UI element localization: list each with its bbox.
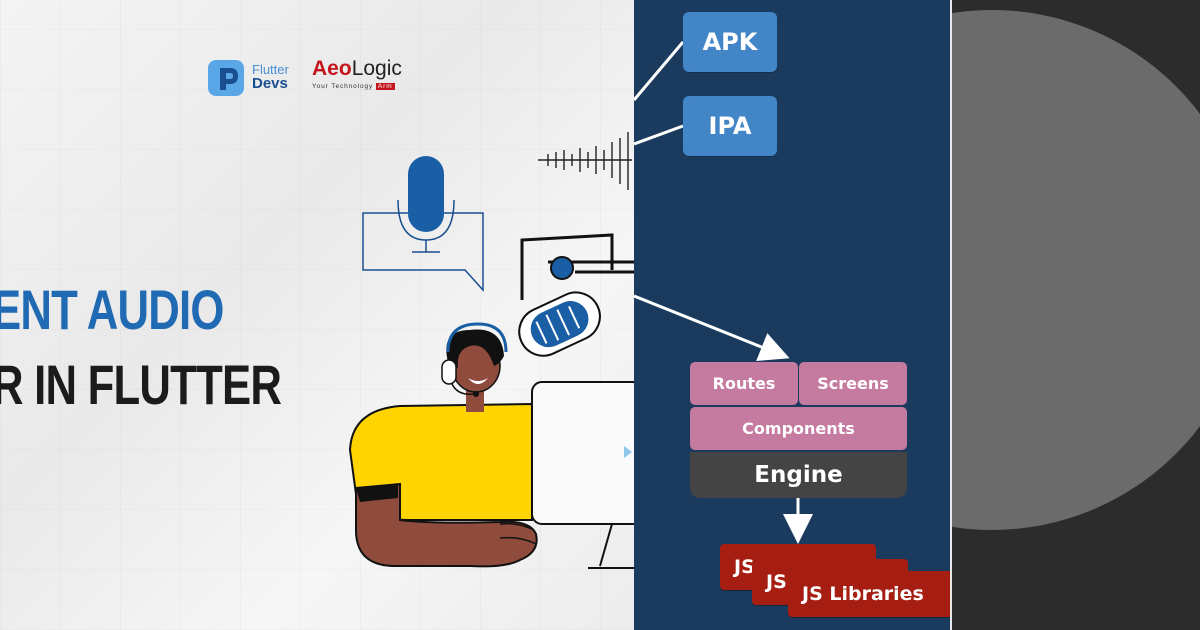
aeologic-prefix: Aeo	[312, 57, 352, 80]
aeologic-logo: AeoLogic Your Technology Arm	[312, 58, 402, 90]
routes-box: Routes	[690, 362, 798, 405]
apk-output-box: APK	[683, 12, 777, 72]
aeologic-tagline-highlight: Arm	[375, 83, 395, 90]
gray-disc-shape	[952, 10, 1200, 530]
headset-person-icon	[348, 322, 538, 568]
apk-connector	[634, 41, 685, 101]
headline-line-2: R IN FLUTTER	[0, 353, 282, 416]
panel-divider	[950, 0, 952, 630]
podcast-mic-icon	[518, 233, 634, 357]
components-box: Components	[690, 407, 907, 450]
dark-panel	[952, 0, 1200, 630]
soundwave-icon	[538, 132, 632, 190]
aeologic-tagline: Your Technology	[312, 83, 376, 90]
stack-arrow	[634, 294, 790, 362]
aeologic-suffix: Logic	[351, 57, 402, 80]
headline-line-1: ENT AUDIO	[0, 278, 224, 341]
architecture-diagram-panel: APK IPA Routes Screens Components Engine…	[634, 0, 950, 630]
monitor-icon	[531, 381, 634, 569]
speech-bubble-icon	[362, 212, 484, 292]
flutterdevs-line2: Devs	[252, 75, 288, 93]
screens-box: Screens	[799, 362, 907, 405]
js-library-card-3: JS Libraries	[788, 571, 950, 617]
flutterdevs-logo: Flutter Devs	[208, 58, 289, 98]
engine-box: Engine	[690, 452, 907, 498]
ipa-connector	[634, 124, 684, 146]
flutterdevs-line1: Flutter	[252, 62, 289, 78]
podcast-illustration	[348, 132, 634, 569]
flutterdevs-logo-icon	[208, 60, 244, 96]
blog-banner-panel: Flutter Devs AeoLogic Your Technology Ar…	[0, 0, 634, 630]
microphone-icon	[397, 156, 455, 253]
diagram-connectors	[634, 41, 813, 544]
ipa-output-box: IPA	[683, 96, 777, 156]
